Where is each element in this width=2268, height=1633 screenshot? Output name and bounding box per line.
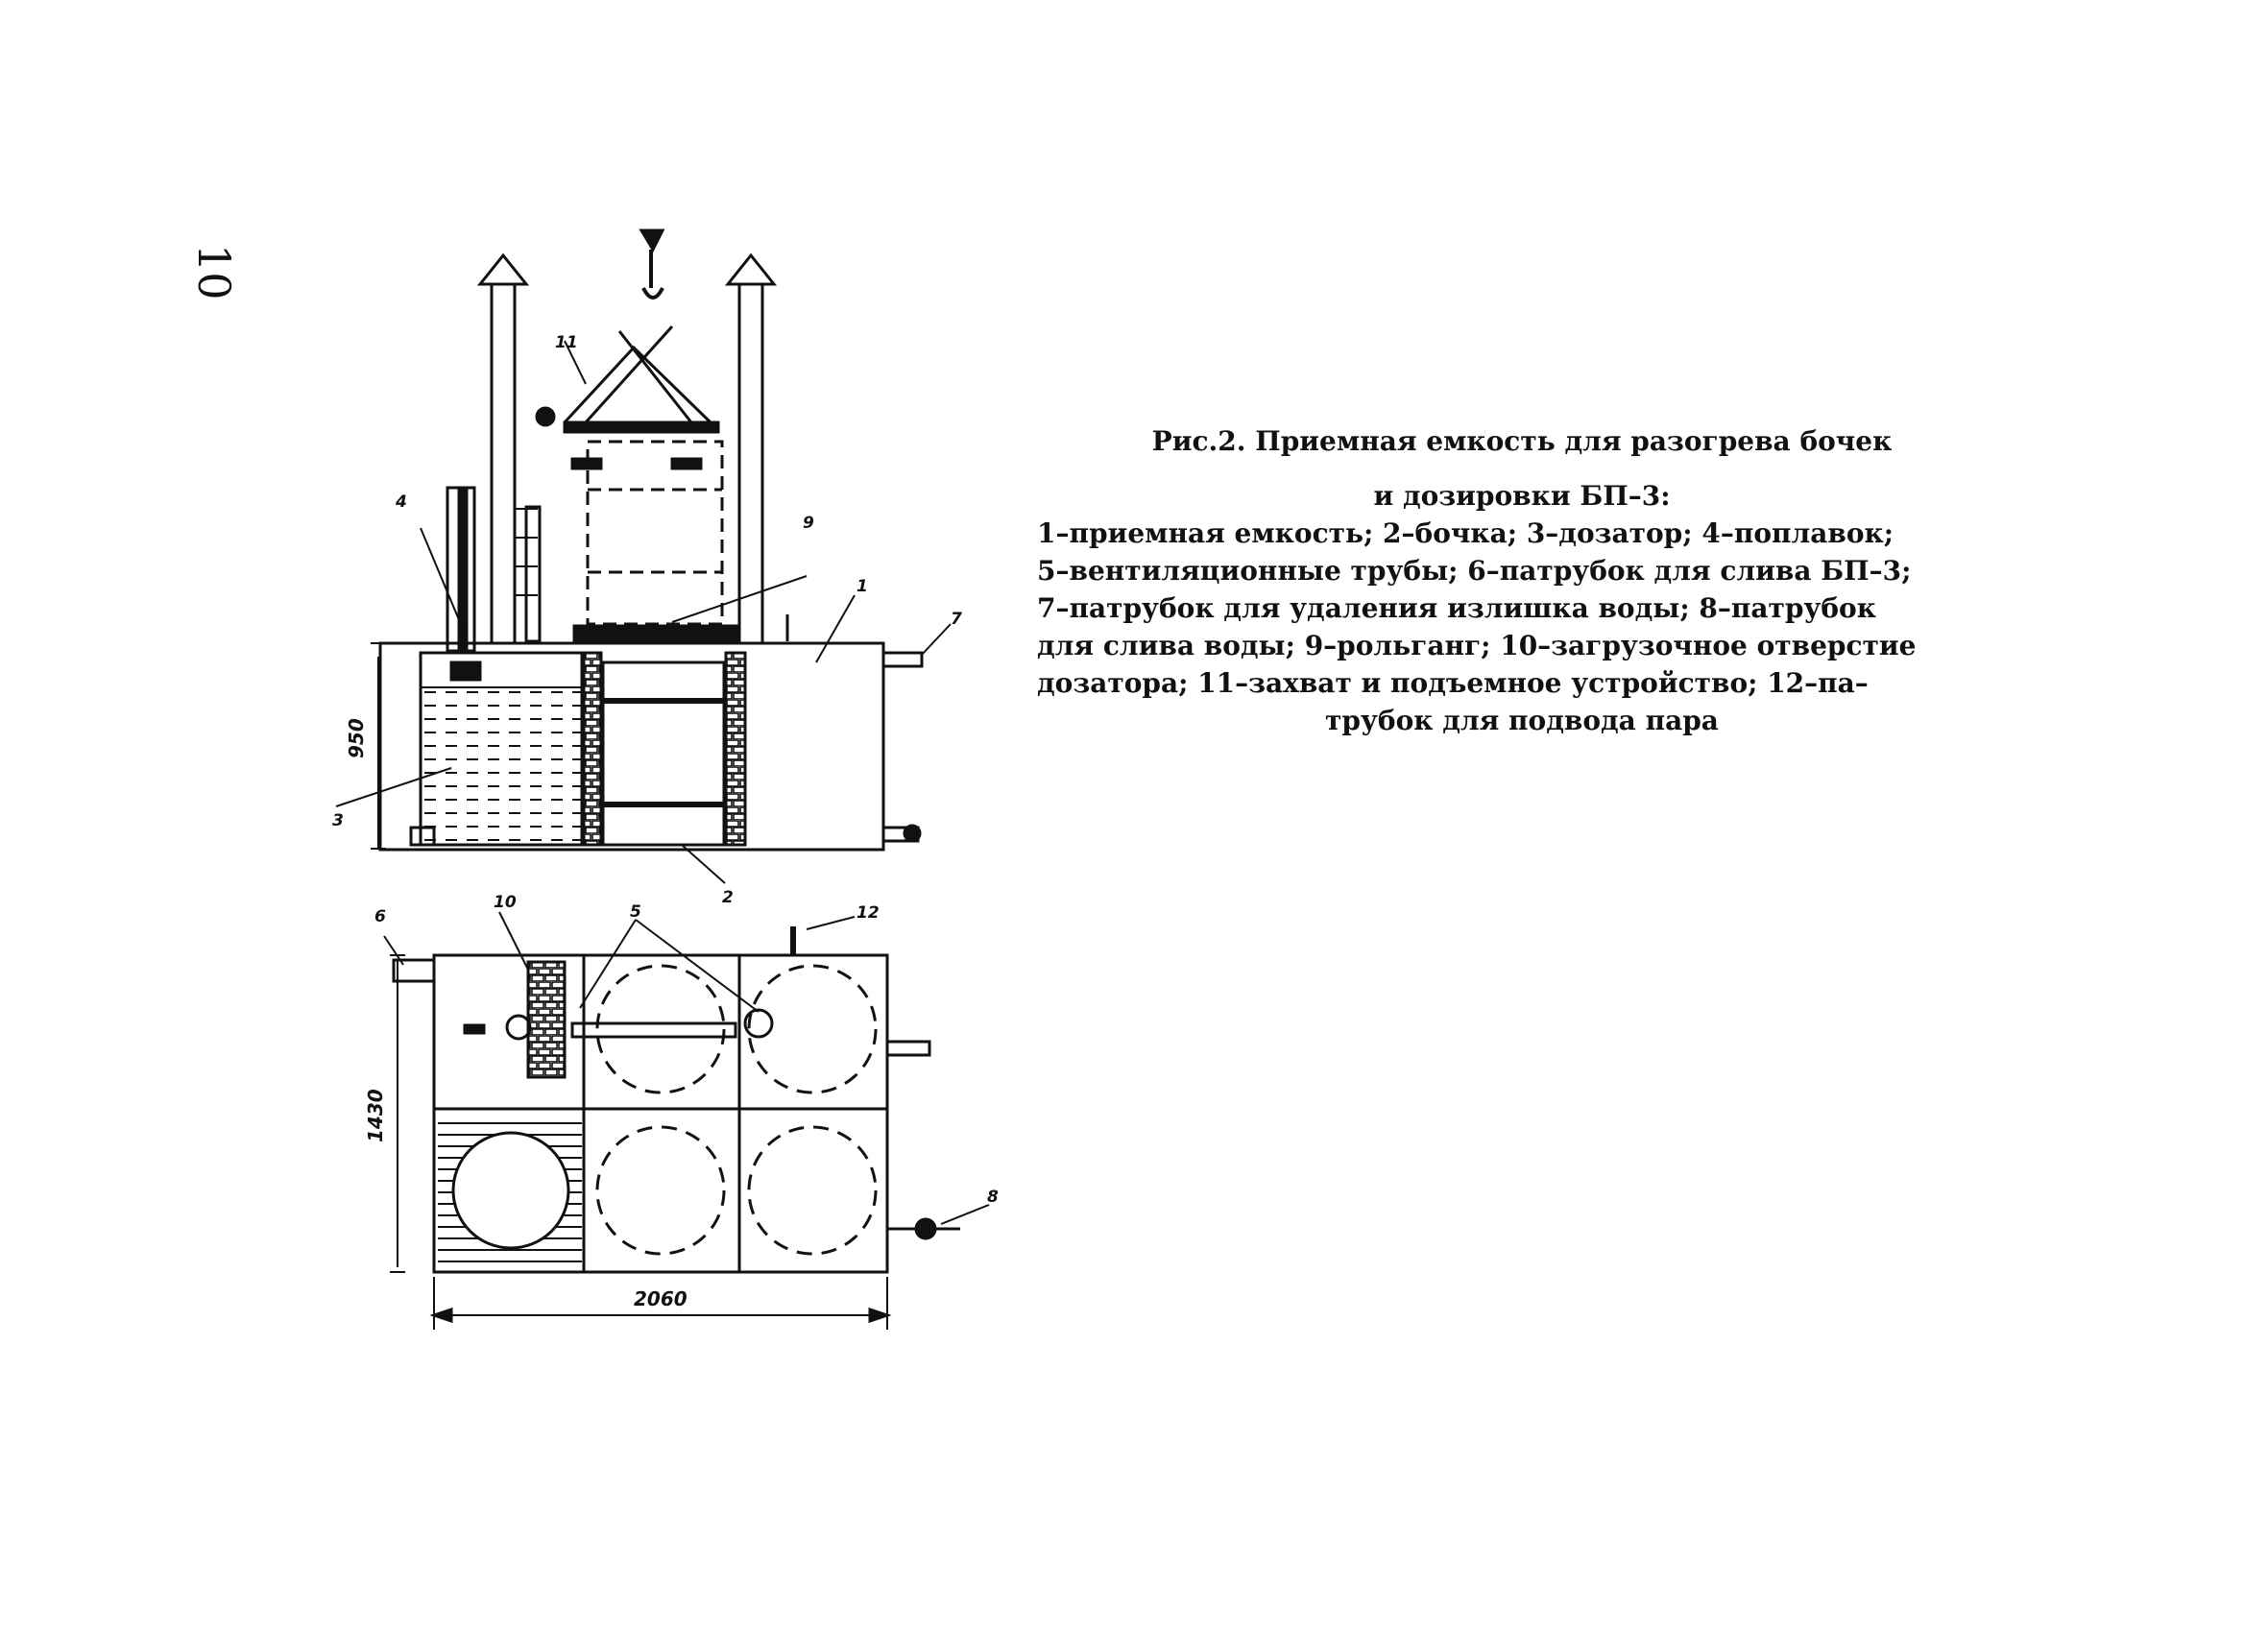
caption-line: дозатора; 11–захват и подъемное устройст…: [1037, 667, 1869, 699]
label-4: 4: [395, 492, 407, 512]
plan-view: [383, 911, 990, 1330]
label-12: 12: [857, 903, 880, 923]
label-10: 10: [494, 893, 517, 912]
label-8: 8: [987, 1188, 999, 1207]
roller-plan: [570, 1021, 737, 1039]
figure-caption: Рис.2. Приемная емкость для разогрева бо…: [1037, 422, 2007, 739]
dim-depth-plan: 1430: [364, 1089, 387, 1142]
front-view: [335, 228, 952, 884]
crane-hook: [639, 228, 665, 253]
receiving-tank: [378, 641, 885, 852]
dim-width-plan: 2060: [634, 1287, 688, 1310]
vent-pipe-left: [490, 282, 517, 645]
label-2: 2: [722, 888, 734, 907]
label-7: 7: [951, 610, 962, 629]
caption-title: Рис.2. Приемная емкость для разогрева бо…: [1151, 425, 1893, 457]
barrel-compartment-wall-right: [724, 651, 747, 847]
caption-line: 5–вентиляционные трубы; 6–патрубок для с…: [1037, 555, 1912, 587]
caption-line: 1–приемная емкость; 2–бочка; 3–дозатор; …: [1037, 517, 1894, 549]
caption-line: для слива воды; 9–рольганг; 10–загрузочн…: [1037, 630, 1917, 661]
lifting-grab: [563, 324, 712, 424]
label-5: 5: [630, 902, 641, 922]
barrel-compartment-wall-left: [580, 651, 603, 847]
label-3: 3: [332, 811, 344, 830]
lifted-barrel: [586, 440, 724, 626]
caption-line: 7–патрубок для удаления излишка воды; 8–…: [1037, 592, 1876, 624]
caption-title-line2: и дозировки БП–3:: [1373, 480, 1671, 512]
label-9: 9: [803, 514, 814, 533]
dispenser-water: [422, 687, 582, 841]
barrel-front: [601, 660, 726, 847]
loading-opening: [526, 960, 567, 1079]
label-6: 6: [374, 907, 386, 926]
tank-plan-outline: [432, 953, 889, 1274]
dim-height-front: 950: [345, 718, 368, 758]
label-11: 11: [555, 333, 578, 352]
overflow-pipe: [881, 651, 924, 668]
caption-last-line: трубок для подвода пара: [1325, 705, 1719, 736]
vent-pipe-right: [737, 282, 764, 645]
label-1: 1: [857, 577, 868, 596]
dispenser-plan-circle: [451, 1131, 570, 1250]
roller-conveyor: [572, 624, 739, 643]
